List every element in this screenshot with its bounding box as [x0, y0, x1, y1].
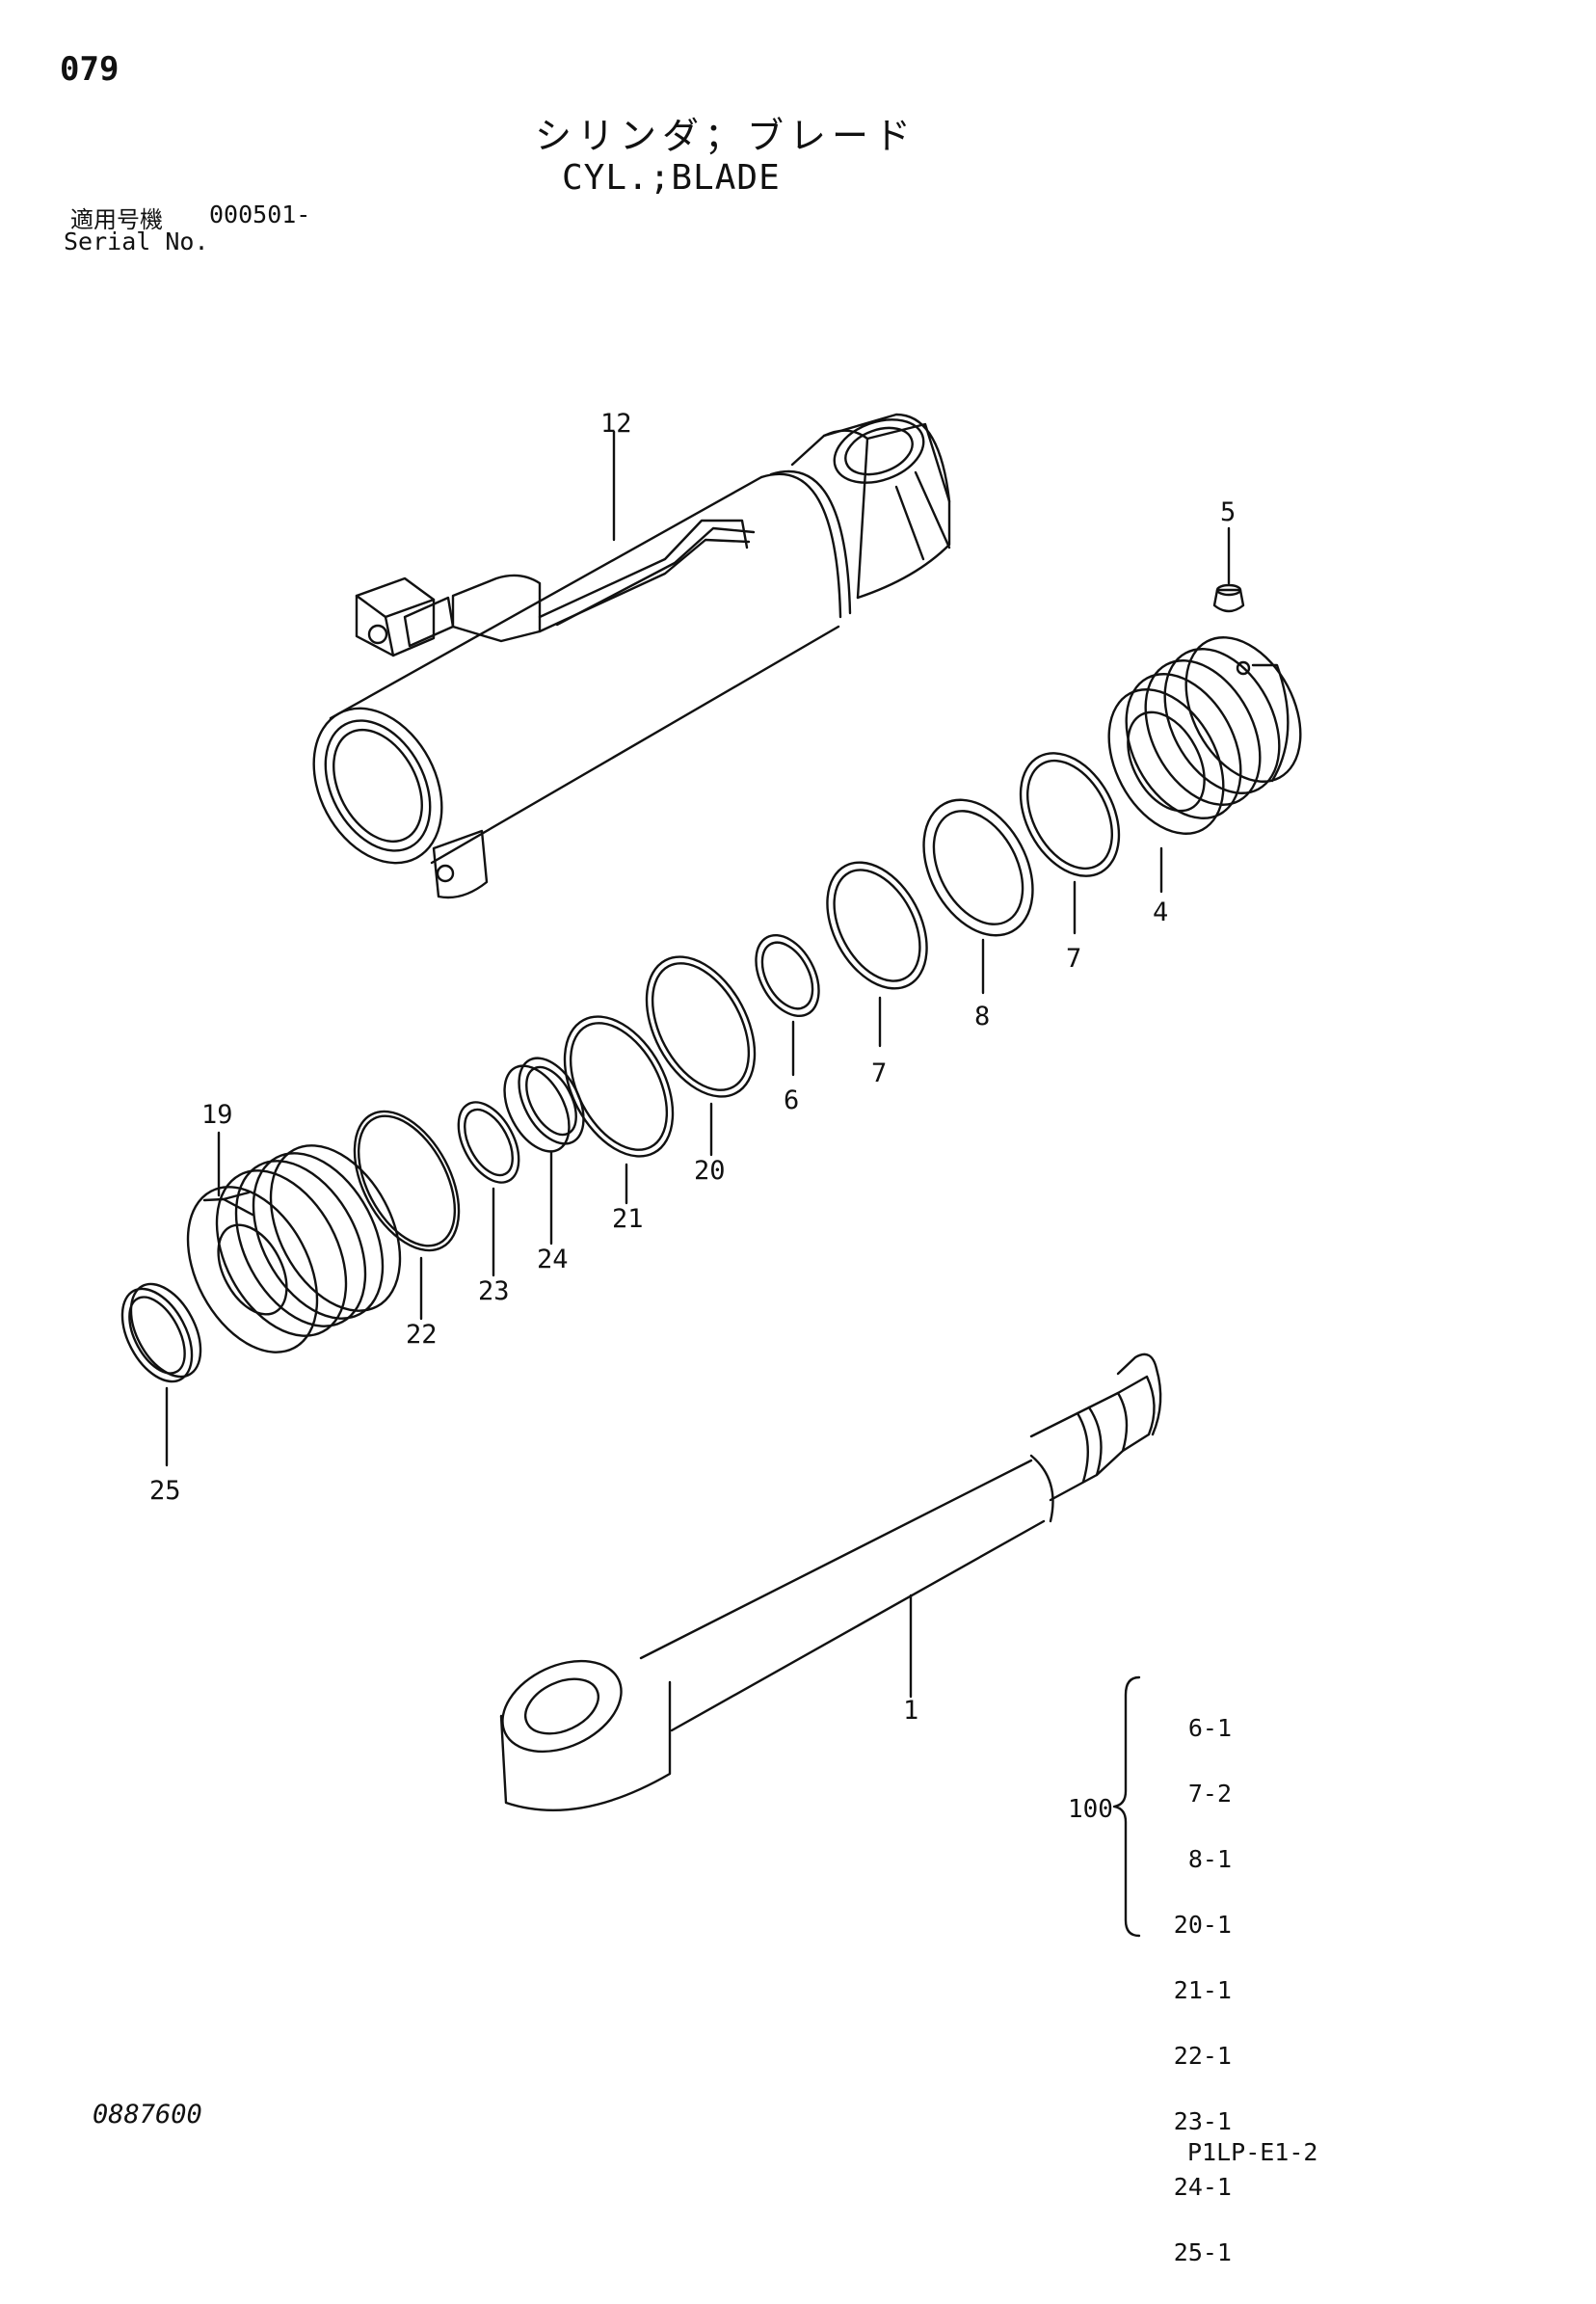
- kit-item: 20-1: [1173, 1911, 1232, 1939]
- kit-number: 100: [1068, 1795, 1113, 1824]
- cylinder-tube-part: [312, 413, 951, 899]
- ring-part-7-b: [826, 861, 928, 1048]
- ring-part-21: [563, 1015, 675, 1205]
- callout-label: 8: [974, 1002, 990, 1031]
- title-english: CYL.;BLADE: [562, 158, 781, 198]
- callout-label: 21: [612, 1204, 644, 1234]
- callout-label: 22: [406, 1320, 438, 1350]
- ring-part-23: [457, 1101, 520, 1277]
- grease-fitting-part: [1212, 526, 1245, 613]
- piston-part: [1107, 636, 1302, 894]
- kit-items: 6-1 7-2 8-1 20-1 21-1 22-1 23-1 24-1 25-…: [1145, 1677, 1232, 2304]
- rod-cover-part: [186, 1131, 402, 1353]
- exploded-parts-diagram: 12 5 4 7 8 7 6 20 21 24 23 22 19 25 1: [120, 409, 1302, 1938]
- page-number: 079: [60, 50, 120, 89]
- callout-label: 19: [201, 1100, 233, 1130]
- callout-label: 5: [1220, 497, 1236, 527]
- ring-part-25: [120, 1282, 202, 1467]
- kit-item: 6-1: [1187, 1714, 1232, 1742]
- kit-list: 100 6-1 7-2 8-1 20-1 21-1 22-1 23-1 24-1…: [1068, 1677, 1232, 2266]
- ring-part-22: [353, 1110, 461, 1321]
- callout-label: 6: [784, 1085, 799, 1115]
- kit-item: 25-1: [1173, 2238, 1232, 2266]
- callout-label: 7: [1066, 944, 1081, 974]
- callout-label: 23: [478, 1276, 510, 1306]
- kit-item: 8-1: [1187, 1845, 1232, 1873]
- callout-label: 25: [149, 1476, 181, 1506]
- title-japanese: シリンダ；ブレード: [535, 115, 918, 157]
- callout-label: 1: [903, 1696, 918, 1726]
- piston-rod-part: [499, 1353, 1162, 1811]
- kit-item: 24-1: [1173, 2173, 1232, 2201]
- callout-label: 20: [694, 1156, 726, 1186]
- callout-label: 24: [537, 1245, 569, 1274]
- serial-value: 000501-: [209, 201, 311, 228]
- kit-item: 22-1: [1173, 2042, 1232, 2070]
- ring-part-6: [755, 933, 820, 1077]
- document-number: 0887600: [93, 2100, 202, 2130]
- ring-part-7-a: [1019, 752, 1121, 935]
- kit-bracket: [1112, 1675, 1141, 1938]
- ring-part-8: [922, 798, 1034, 995]
- ring-part-24: [503, 1057, 585, 1246]
- kit-item: 7-2: [1187, 1780, 1232, 1808]
- callout-label: 7: [871, 1058, 887, 1088]
- ring-part-20: [645, 955, 757, 1157]
- serial-label-japanese: 適用号機: [70, 206, 163, 233]
- kit-item: 21-1: [1173, 1976, 1232, 2004]
- serial-label-english: Serial No.: [64, 228, 209, 255]
- callout-label: 4: [1153, 897, 1168, 927]
- kit-item: 23-1: [1173, 2107, 1232, 2135]
- callout-label: 12: [600, 409, 632, 439]
- sheet-code: P1LP-E1-2: [1187, 2138, 1318, 2166]
